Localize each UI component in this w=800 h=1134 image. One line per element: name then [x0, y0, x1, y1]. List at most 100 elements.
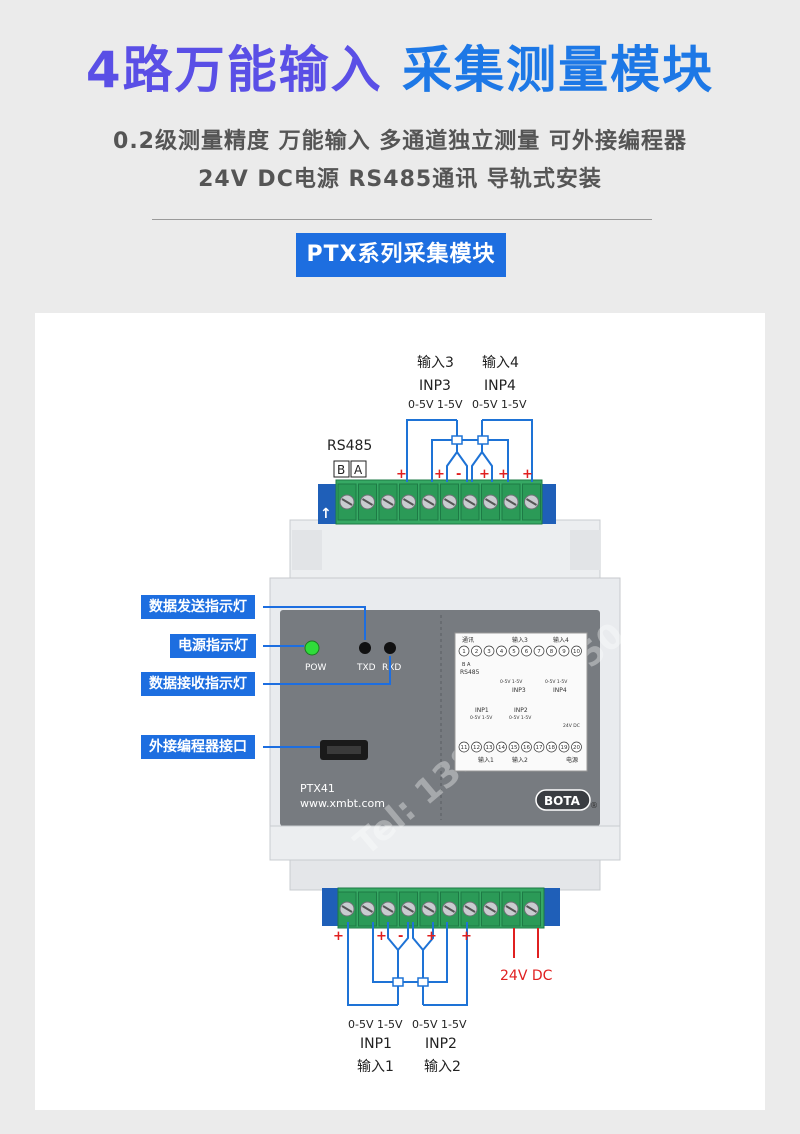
subtitle-line1: 0.2级测量精度 万能输入 多通道独立测量 可外接编程器 [113, 129, 687, 154]
wiring-terminal-circle [558, 741, 570, 753]
screw-slot [525, 905, 538, 913]
txd-led [359, 642, 371, 654]
svg-text:输入3: 输入3 [512, 636, 528, 644]
screw-slot [464, 905, 476, 913]
wiring-terminal-number: 17 [536, 745, 543, 751]
rxd-led [384, 642, 396, 654]
screw-slot [484, 905, 497, 913]
callout-programmer-port: 外接编程器接口 [141, 735, 255, 759]
subtitle-line2: 24V DC电源 RS485通讯 导轨式安装 [198, 167, 602, 192]
wiring-terminal-circle [458, 645, 470, 657]
wiring-terminal-circle [471, 645, 482, 657]
screw-slot [505, 905, 517, 913]
txd-label: TXD [356, 663, 376, 673]
wiring-terminal-number: 10 [573, 649, 580, 655]
wiring-terminal-number: 9 [562, 649, 566, 655]
brand-label: BOTA [544, 794, 581, 808]
svg-text:INP1: INP1 [475, 707, 489, 714]
inp1-label: INP1 [360, 1036, 392, 1052]
wiring-terminal-circle [508, 741, 520, 753]
page-title: 4路万能输入 采集测量模块 [0, 30, 800, 102]
inp4-cn-label: 输入4 [482, 355, 519, 371]
pow-led [304, 640, 320, 656]
wiring-terminal-circle [496, 645, 507, 657]
website-label: www.xmbt.com [300, 797, 385, 810]
wiring-terminal-circle [471, 741, 482, 753]
inp3-label: INP3 [419, 378, 451, 394]
wiring-terminal-number: 15 [511, 745, 518, 751]
pow-label: POW [305, 663, 327, 673]
wiring-terminal-circle [571, 741, 582, 753]
svg-text:RS485: RS485 [460, 669, 480, 676]
wiring-terminal-number: 2 [475, 649, 479, 655]
wiring-terminal-number: 6 [525, 649, 529, 655]
bottom-wiring [347, 922, 468, 1006]
wiring-terminal-circle [483, 741, 495, 753]
screw-slot [525, 498, 538, 506]
inp2-label: INP2 [425, 1036, 457, 1052]
svg-text:0-5V 1-5V: 0-5V 1-5V [509, 715, 532, 721]
bottom-plus-1: + [333, 929, 344, 944]
power-wires [513, 928, 539, 958]
bottom-plus-3: + [426, 929, 437, 944]
rxd-label: RXD [382, 663, 401, 673]
svg-text:通讯: 通讯 [462, 636, 474, 644]
svg-text:INP3: INP3 [512, 687, 526, 694]
top-plus-1: + [396, 467, 407, 482]
svg-text:0-5V 1-5V: 0-5V 1-5V [545, 679, 568, 685]
product-panel: Tel: 13860423750 POW TXD RXD PTX41 www.x… [35, 313, 765, 1110]
power-label: 24V DC [500, 968, 553, 984]
screw-slot [443, 905, 456, 913]
screw-slot [505, 498, 517, 506]
wiring-terminal-number: 5 [512, 649, 516, 655]
wiring-terminal-number: 7 [537, 649, 541, 655]
bottom-plus-4: + [461, 929, 472, 944]
wiring-terminal-number: 14 [498, 745, 505, 751]
inp3-range: 0-5V 1-5V [408, 398, 463, 411]
callout-leaders [263, 606, 391, 748]
title-part2: 采集测量模块 [402, 41, 715, 99]
wiring-terminal-circle [521, 645, 532, 657]
svg-text:24V DC: 24V DC [563, 723, 580, 729]
wiring-terminal-circle [533, 645, 545, 657]
inp4-label: INP4 [484, 378, 516, 394]
model-label: PTX41 [300, 782, 335, 795]
wiring-terminal-circle [458, 741, 470, 753]
screw-slot [361, 905, 374, 913]
screw-slot [382, 905, 394, 913]
screw-slot [464, 498, 476, 506]
wiring-terminal-circle [558, 645, 570, 657]
inp2-cn-label: 输入2 [424, 1059, 461, 1075]
callout-pow-led: 电源指示灯 [170, 634, 256, 658]
wiring-terminal-number: 11 [461, 745, 468, 751]
title-part1: 4路万能输入 [85, 41, 383, 99]
top-minus: - [456, 467, 461, 482]
wiring-terminal-circle [546, 645, 557, 657]
wiring-terminal-number: 8 [550, 649, 554, 655]
wiring-terminal-number: 4 [500, 649, 504, 655]
screw-slot [341, 498, 353, 506]
product-diagram: Tel: 13860423750 POW TXD RXD PTX41 www.x… [263, 355, 632, 1075]
svg-text:输入1: 输入1 [478, 756, 494, 764]
wiring-terminal-circle [521, 741, 532, 753]
rs485-b: B [337, 463, 345, 477]
svg-text:输入4: 输入4 [553, 636, 569, 644]
wiring-terminal-number: 18 [548, 745, 555, 751]
svg-text:INP4: INP4 [553, 687, 567, 694]
series-badge: PTX系列采集模块 [296, 233, 506, 277]
divider [152, 219, 652, 220]
wiring-terminal-number: 12 [473, 745, 480, 751]
top-plus-4: + [498, 467, 509, 482]
callout-rx-led: 数据接收指示灯 [141, 672, 255, 696]
wiring-terminal-circle [508, 645, 520, 657]
inp2-range: 0-5V 1-5V [412, 1018, 467, 1031]
rs485-a: A [354, 463, 363, 477]
screw-slot [341, 905, 353, 913]
screw-slot [402, 905, 415, 913]
screw-slot [423, 498, 435, 506]
inp3-cn-label: 输入3 [417, 355, 454, 371]
wiring-terminal-circle [496, 741, 507, 753]
